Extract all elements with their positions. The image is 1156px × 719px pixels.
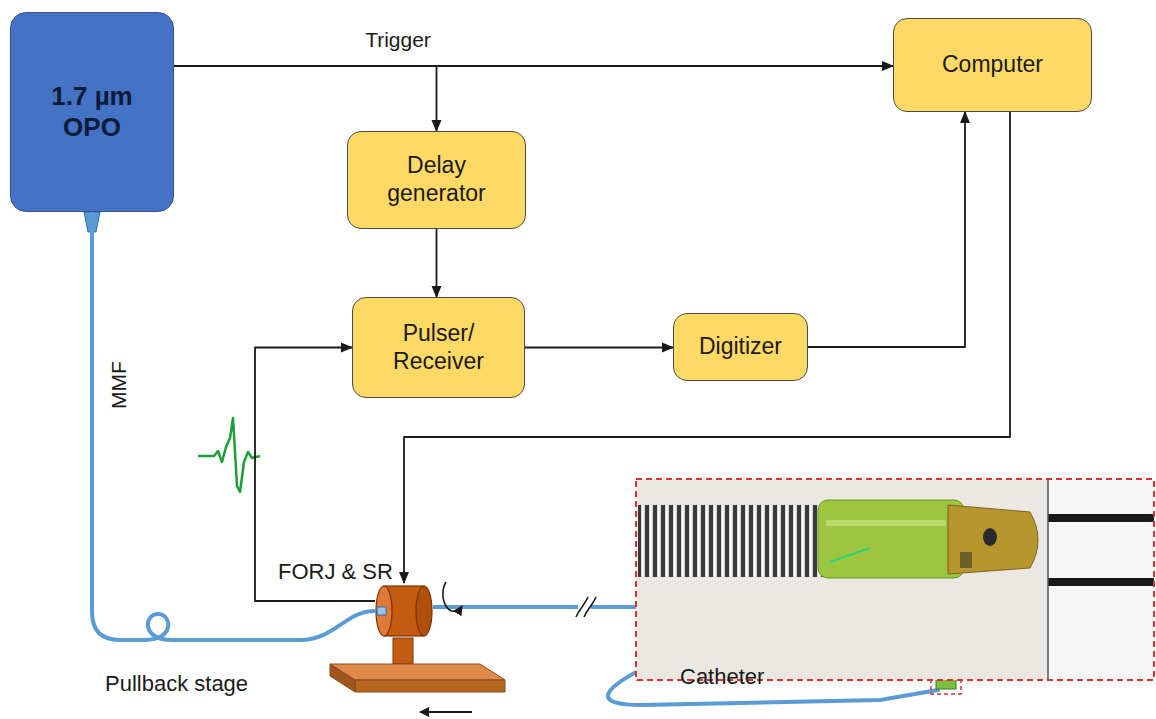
coil-spring — [638, 505, 824, 577]
pulse-waveform — [198, 418, 260, 492]
probe-element — [960, 552, 972, 568]
inset-divider — [1047, 479, 1049, 680]
signal-line — [525, 347, 673, 349]
probe-highlight — [826, 520, 946, 526]
inset-photo — [636, 479, 1154, 680]
laser-source: 1.7 µm OPO — [10, 12, 174, 212]
process-box: Delay generator — [347, 131, 526, 229]
signal-line — [808, 112, 965, 347]
node-label: 1.7 µm OPO — [31, 81, 153, 143]
break-mark — [576, 597, 596, 617]
signal-line — [436, 229, 438, 297]
ruler-line — [1048, 578, 1154, 586]
probe-fiber — [830, 548, 870, 562]
node-label: Delay generator — [358, 152, 515, 207]
rotary-joint: FORJ & SR — [375, 583, 433, 641]
signal-line — [174, 66, 437, 131]
node-label: Digitizer — [699, 333, 782, 361]
ruler-line — [1048, 514, 1154, 522]
catheter-label: Catheter — [680, 664, 764, 690]
probe-window — [983, 528, 997, 546]
signal-label: Trigger — [362, 28, 434, 52]
stage-side — [330, 664, 355, 692]
process-box: Digitizer — [673, 313, 808, 381]
stage-label: Pullback stage — [105, 671, 248, 697]
probe-body — [818, 500, 964, 578]
stage-front — [355, 680, 505, 692]
node-label: FORJ & SR — [278, 559, 393, 585]
stage-top — [330, 664, 505, 680]
probe-tip — [948, 505, 1038, 574]
joint-face — [376, 586, 392, 636]
inset-frame — [636, 479, 1154, 680]
fiber-label: MMF — [107, 358, 131, 412]
stage-post — [393, 638, 413, 664]
node-label: Pulser/ Receiver — [363, 320, 514, 375]
process-box: Pulser/ Receiver — [352, 297, 525, 398]
node-label: Computer — [942, 51, 1043, 79]
catheter-line — [433, 605, 578, 609]
rotary-joint-shape — [375, 583, 433, 641]
fiber-port — [377, 607, 386, 615]
rotation-arrow — [443, 582, 462, 611]
pullback-arrow — [420, 711, 472, 713]
inset-ruler — [1048, 479, 1154, 680]
joint-end — [416, 586, 432, 636]
process-box: Computer — [893, 18, 1092, 112]
